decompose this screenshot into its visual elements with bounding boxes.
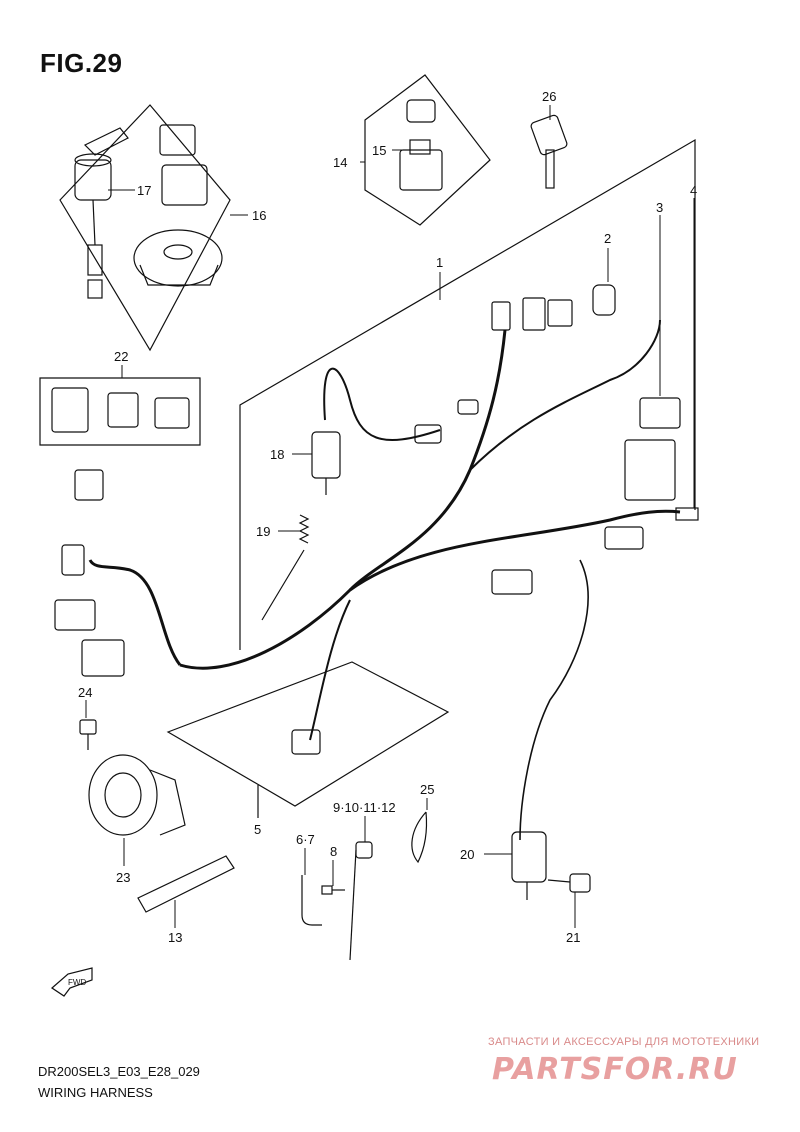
- connector-22c: [154, 397, 190, 429]
- bracket-6-7-part: [301, 875, 322, 926]
- callout-16: 16: [252, 208, 266, 223]
- connector-mid-1: [604, 526, 644, 550]
- harness-branch-right: [469, 319, 661, 471]
- screw-8-part: [321, 885, 345, 895]
- group-frame-16: [59, 104, 231, 352]
- callout-18: 18: [270, 447, 284, 462]
- callout-4: 4: [690, 183, 697, 198]
- callout-6-7: 6·7: [296, 832, 315, 847]
- figure-code: DR200SEL3_E03_E28_029: [38, 1064, 200, 1079]
- connector-22a: [51, 387, 89, 433]
- shield-sheet-part: [166, 661, 450, 807]
- callout-23: 23: [116, 870, 130, 885]
- connector-mid-2: [491, 569, 533, 595]
- fuel-cap-part: [133, 229, 223, 287]
- callout-13: 13: [168, 930, 182, 945]
- callout-25: 25: [420, 782, 434, 797]
- ignition-switch-part: [74, 127, 129, 299]
- connector-small-2: [457, 399, 479, 415]
- group-frame-22: [39, 377, 201, 446]
- connector-4: [675, 507, 699, 521]
- figure-caption: WIRING HARNESS: [38, 1085, 153, 1100]
- connector-bottom: [291, 729, 321, 755]
- main-harness: [179, 509, 681, 670]
- callout-5: 5: [254, 822, 261, 837]
- callout-14: 14: [333, 155, 347, 170]
- clamp-9-12-part: [349, 841, 373, 961]
- horn-part: [88, 754, 186, 836]
- connector-3: [639, 397, 681, 429]
- figure-title: FIG.29: [40, 48, 123, 78]
- bolt-21-part: [547, 873, 591, 893]
- callout-22: 22: [114, 349, 128, 364]
- callout-26: 26: [542, 89, 556, 104]
- callout-1: 1: [436, 255, 443, 270]
- leader-lines: [85, 105, 695, 928]
- connector-top-1: [491, 301, 511, 331]
- callout-24: 24: [78, 685, 92, 700]
- harness-branch-up: [348, 329, 507, 592]
- connector-left-3: [54, 599, 96, 631]
- group-frame-14: [364, 74, 491, 226]
- callout-21: 21: [566, 930, 580, 945]
- harness-branch-sensor: [519, 559, 589, 841]
- connector-left-1: [74, 469, 104, 501]
- relay-part: [399, 99, 443, 191]
- harness-branch-left: [88, 559, 182, 666]
- connector-2: [592, 284, 616, 316]
- key-part: [530, 114, 568, 189]
- connector-right-stack: [624, 439, 676, 501]
- boot-13-part: [137, 855, 235, 913]
- harness-branch-down: [309, 599, 351, 741]
- connector-top-2: [522, 297, 546, 331]
- watermark-tagline: ЗАПЧАСТИ И АКСЕССУАРЫ ДЛЯ МОТОТЕХНИКИ: [488, 1036, 760, 1048]
- sensor-20-part: [511, 831, 547, 900]
- callout-3: 3: [656, 200, 663, 215]
- spring-hook: [261, 549, 305, 621]
- brake-switch-part: [311, 431, 341, 495]
- connector-22b: [107, 392, 139, 428]
- return-spring-part: [298, 514, 310, 544]
- connector-top-3: [547, 299, 573, 327]
- key-cover-part: [159, 124, 208, 206]
- bolt-24-part: [79, 719, 97, 750]
- harness-branch-loop: [323, 367, 441, 441]
- watermark-logo: PARTSFOR.RU: [492, 1052, 738, 1087]
- callout-20: 20: [460, 847, 474, 862]
- connector-left-4: [81, 639, 125, 677]
- main-harness-frame: [239, 138, 696, 650]
- fwd-label: FWD: [68, 978, 86, 987]
- connector-small-1: [414, 424, 442, 444]
- callout-19: 19: [256, 524, 270, 539]
- callout-2: 2: [604, 231, 611, 246]
- fwd-arrow-icon: [51, 967, 93, 997]
- clip-25-part: [411, 811, 428, 864]
- connector-left-2: [61, 544, 85, 576]
- callout-15: 15: [372, 143, 386, 158]
- callout-8: 8: [330, 844, 337, 859]
- callout-17: 17: [137, 183, 151, 198]
- callout-9-12: 9·10·11·12: [333, 800, 396, 815]
